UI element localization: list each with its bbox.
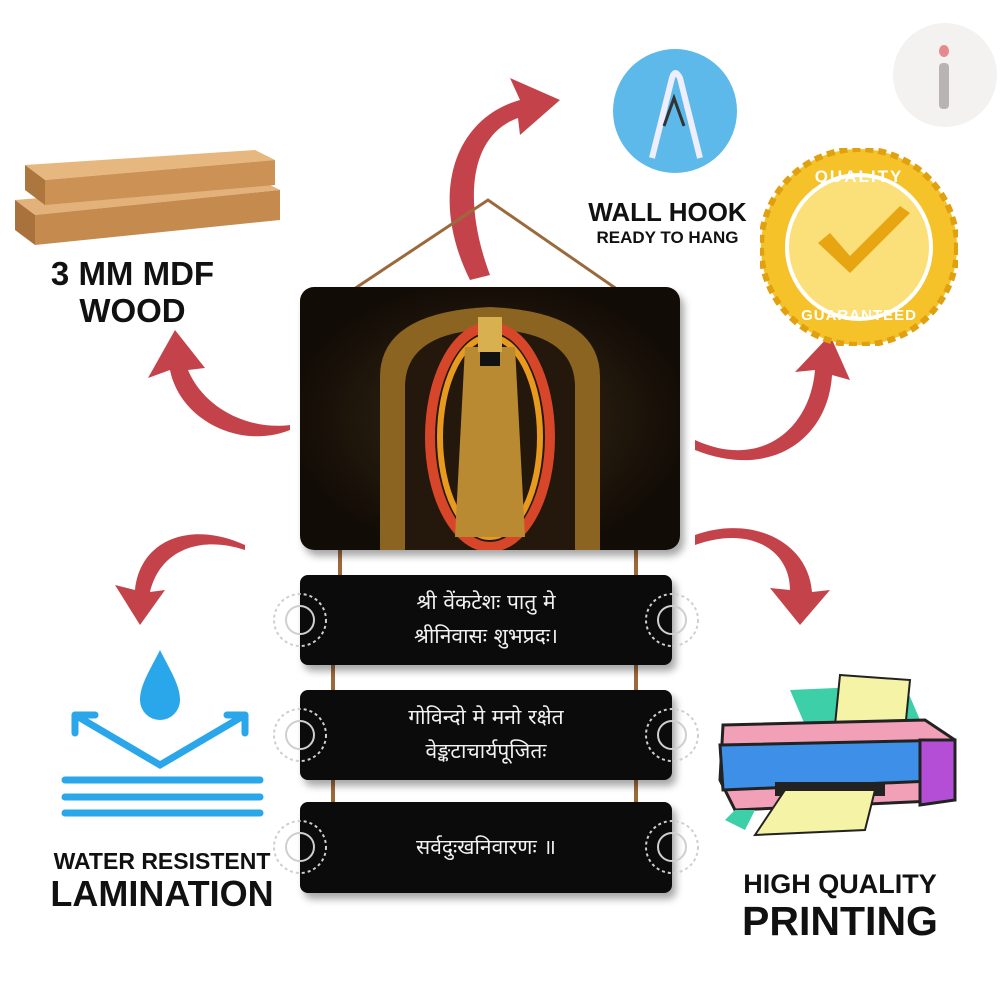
water-label: WATER RESISTENT LAMINATION xyxy=(38,850,286,912)
arrow-icon xyxy=(148,330,290,437)
wall-hook-icon xyxy=(613,49,737,173)
printing-label-line2: PRINTING xyxy=(742,898,938,944)
plaque-text: श्री वेंकटेशः पातु मे xyxy=(416,590,556,615)
water-label-line2: LAMINATION xyxy=(50,873,274,914)
wood-label-line1: 3 MM MDF xyxy=(50,255,215,292)
guaranteed-text: GUARANTEED xyxy=(801,307,917,324)
printer-icon xyxy=(718,673,957,837)
checkmark-icon xyxy=(818,206,910,273)
arrow-icon xyxy=(449,78,560,280)
printing-label-line1: HIGH QUALITY xyxy=(743,869,937,899)
quality-text: QUALITY xyxy=(814,167,904,186)
plaque-text: श्रीनिवासः शुभप्रदः। xyxy=(414,624,558,648)
hook-label: WALL HOOK READY TO HANG xyxy=(580,199,755,246)
wood-planks-icon xyxy=(15,150,280,245)
hook-label-line1: WALL HOOK xyxy=(588,197,747,227)
plaque-2: गोविन्दो मे मनो रक्षेत वेङ्कटाचार्यपूजित… xyxy=(300,690,672,780)
arrow-icon xyxy=(115,534,245,625)
printing-label: HIGH QUALITY PRINTING xyxy=(730,871,950,942)
wood-label-line2: WOOD xyxy=(79,292,186,329)
hook-label-line2: READY TO HANG xyxy=(596,228,739,247)
arrow-icon xyxy=(695,335,850,461)
brand-logo xyxy=(893,23,997,127)
arrow-icon xyxy=(695,528,830,625)
water-drop-icon xyxy=(140,650,180,720)
wood-label: 3 MM MDF WOOD xyxy=(35,257,230,327)
water-resistant-icon xyxy=(61,650,264,817)
plaque-text: वेङ्कटाचार्यपूजितः xyxy=(425,739,547,763)
plaque-3: सर्वदुःखनिवारणः ॥ xyxy=(300,802,672,893)
plaque-1: श्री वेंकटेशः पातु मे श्रीनिवासः शुभप्रद… xyxy=(300,575,672,665)
plaque-text: सर्वदुःखनिवारणः ॥ xyxy=(416,834,556,859)
deity-image-panel xyxy=(300,287,680,550)
water-label-line1: WATER RESISTENT xyxy=(53,848,271,874)
plaque-text: गोविन्दो मे मनो रक्षेत xyxy=(408,705,564,730)
quality-badge: QUALITY GUARANTEED xyxy=(758,146,960,348)
